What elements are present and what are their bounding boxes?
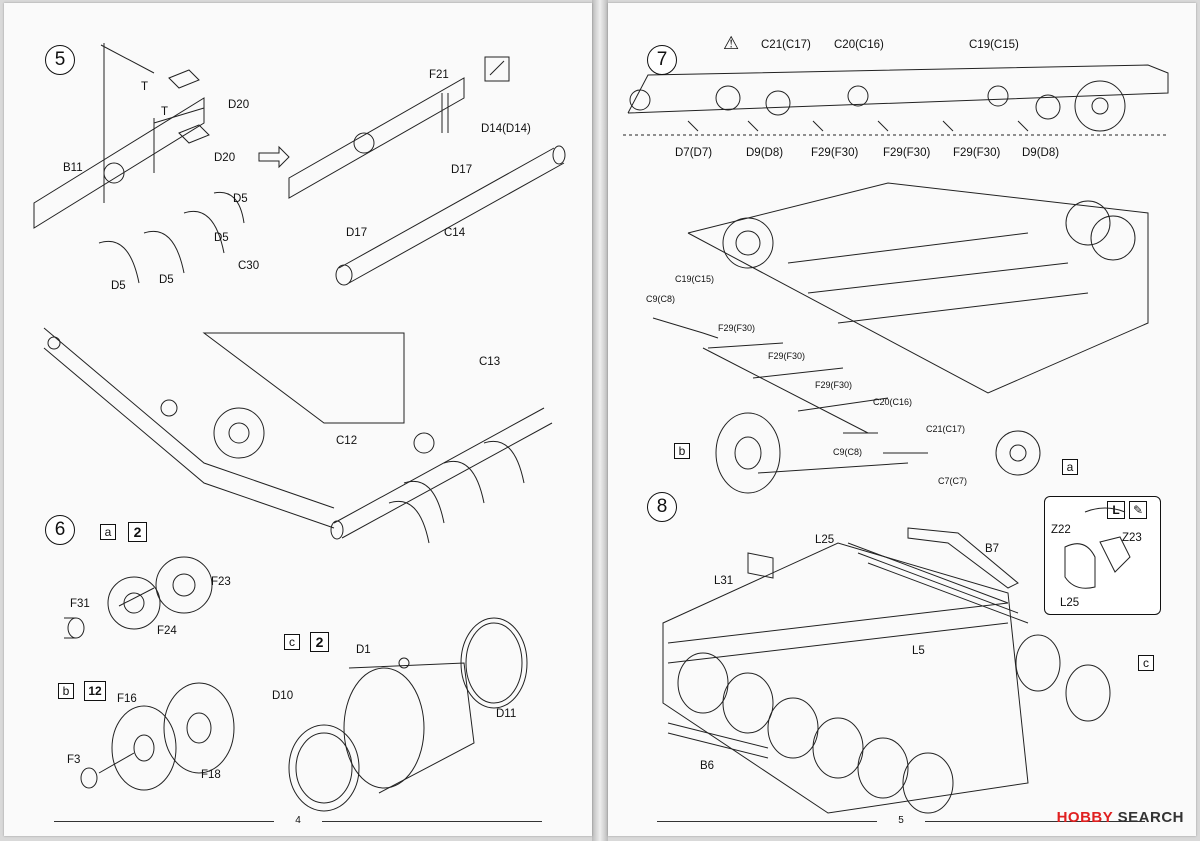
- part-label-f23: F23: [211, 576, 231, 588]
- watermark-logo: HOBBY SEARCH: [1056, 809, 1184, 826]
- part-label-z22: Z22: [1051, 524, 1071, 536]
- part-label-z23: Z23: [1122, 532, 1142, 544]
- part-label-f29: F29(F30): [953, 147, 1001, 159]
- part-label-f16: F16: [117, 693, 137, 705]
- part-label-c20: C20(C16): [834, 39, 884, 51]
- part-label-l25: L25: [1060, 597, 1080, 609]
- page-number: 4: [54, 815, 542, 826]
- left-page: 5 T T D20 D20 B11 D5 D5 D5 D5 C30 F21 D1…: [4, 3, 592, 836]
- part-label-f29: F29(F30): [718, 323, 756, 333]
- part-label-f21: F21: [429, 69, 449, 81]
- step-number-8: 8: [647, 492, 677, 522]
- l-bend-icon: L: [1107, 501, 1125, 519]
- part-label-t: T: [141, 81, 149, 93]
- part-label-c19: C19(C15): [675, 274, 715, 284]
- step-number-7: 7: [647, 45, 677, 75]
- sub-step-tag-a: a: [1062, 459, 1078, 475]
- sub-step-tag-c: c: [1138, 655, 1154, 671]
- part-label-c21: C21(C17): [926, 424, 966, 434]
- part-label-l25: L25: [815, 534, 835, 546]
- sub-step-tag-b: b: [674, 443, 690, 459]
- part-label-f31: F31: [70, 598, 90, 610]
- page-number: 5: [657, 815, 1145, 826]
- quantity-badge: 2: [310, 632, 329, 652]
- part-label-t: T: [161, 106, 169, 118]
- part-label-c19: C19(C15): [969, 39, 1019, 51]
- warning-triangle-icon: ⚠: [723, 33, 740, 53]
- part-label-d1: D1: [356, 644, 371, 656]
- sub-step-tag-c: c: [284, 634, 300, 650]
- part-label-d20: D20: [228, 99, 250, 111]
- step7-8-drawing: [623, 64, 1169, 814]
- quantity-badge: 12: [84, 681, 106, 701]
- part-label-d7: D7(D7): [675, 147, 713, 159]
- part-label-d17: D17: [346, 227, 368, 239]
- part-label-c13: C13: [479, 356, 501, 368]
- part-label-c9: C9(C8): [646, 294, 676, 304]
- part-label-d5: D5: [111, 280, 126, 292]
- part-label-d11: D11: [496, 708, 517, 720]
- part-label-f29: F29(F30): [883, 147, 931, 159]
- part-label-d9: D9(D8): [746, 147, 784, 159]
- part-label-d5: D5: [159, 274, 174, 286]
- part-label-c14: C14: [444, 227, 466, 239]
- part-label-f29: F29(F30): [815, 380, 853, 390]
- part-label-l31: L31: [714, 575, 734, 587]
- sub-step-tag-b: b: [58, 683, 74, 699]
- part-label-f29: F29(F30): [811, 147, 859, 159]
- part-label-f18: F18: [201, 769, 221, 781]
- part-label-l5: L5: [912, 645, 925, 657]
- step-number-6: 6: [45, 515, 75, 545]
- part-label-b6: B6: [700, 760, 715, 772]
- part-label-c7: C7(C7): [938, 476, 968, 486]
- part-label-c21: C21(C17): [761, 39, 811, 51]
- book-spine: [592, 0, 608, 841]
- right-page: 7 ⚠ C21(C17) C20(C16) C19(C15) D7(D7) D9…: [608, 3, 1196, 836]
- glue-brush-icon: ✎: [1129, 501, 1147, 519]
- part-label-b7: B7: [985, 543, 1000, 555]
- part-label-c20: C20(C16): [873, 397, 913, 407]
- part-label-f29: F29(F30): [768, 351, 806, 361]
- part-label-c9: C9(C8): [833, 447, 863, 457]
- sub-step-tag-a: a: [100, 524, 116, 540]
- step-number-5: 5: [45, 45, 75, 75]
- part-label-d9: D9(D8): [1022, 147, 1060, 159]
- part-label-f24: F24: [157, 625, 177, 637]
- quantity-badge: 2: [128, 522, 147, 542]
- part-label-d20: D20: [214, 152, 236, 164]
- part-label-b11: B11: [63, 162, 83, 174]
- part-label-f3: F3: [67, 754, 81, 766]
- part-label-c30: C30: [238, 260, 260, 272]
- detail-inset: Z22 Z23 L25 L ✎: [1044, 496, 1161, 615]
- step5-drawing: [33, 43, 566, 812]
- part-label-c12: C12: [336, 435, 358, 447]
- part-label-d14: D14(D14): [481, 123, 531, 135]
- part-label-d10: D10: [272, 690, 294, 702]
- part-label-d5: D5: [214, 232, 229, 244]
- inset-drawing: [1064, 507, 1131, 589]
- part-label-d5: D5: [233, 193, 248, 205]
- part-label-d17: D17: [451, 164, 473, 176]
